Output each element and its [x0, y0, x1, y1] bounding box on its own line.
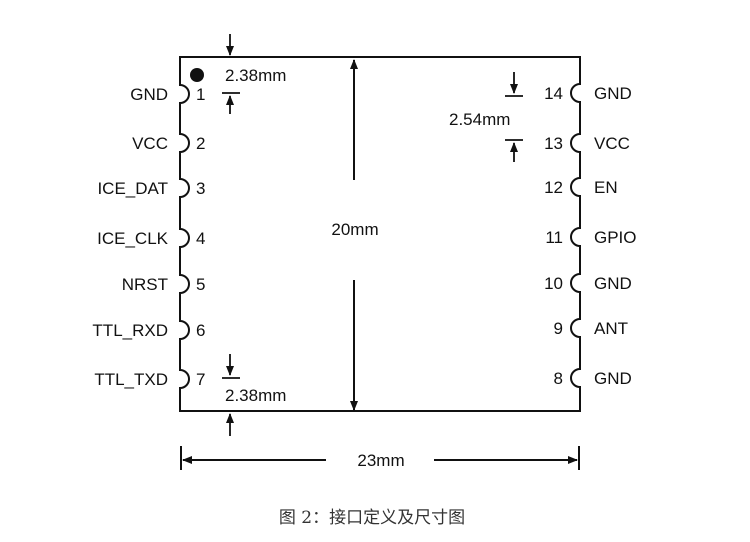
figure-caption: 图 2：接口定义及尺寸图 — [279, 508, 465, 528]
right-pin-name-14: GND — [594, 84, 632, 103]
width-label: 23mm — [357, 451, 404, 470]
left-pin-name-3: ICE_DAT — [97, 179, 168, 198]
left-pin-name-7: TTL_TXD — [94, 370, 168, 389]
left-pin-name-1: GND — [130, 85, 168, 104]
right-pin-name-10: GND — [594, 274, 632, 293]
top-margin-label: 2.38mm — [225, 66, 286, 85]
right-pin-name-8: GND — [594, 369, 632, 388]
width-dimension: 23mm — [180, 446, 580, 470]
top-margin-dimension: 2.38mm — [222, 34, 286, 114]
pin1-marker-dot — [190, 68, 204, 82]
left-pin-name-6: TTL_RXD — [92, 321, 168, 340]
left-pin-number-3: 3 — [196, 179, 205, 198]
module-outline — [179, 56, 581, 412]
left-pin-number-6: 6 — [196, 321, 205, 340]
right-pin-number-12: 12 — [544, 178, 563, 197]
pin-pitch-dimension: 2.54mm — [449, 72, 523, 162]
right-pin-name-11: GPIO — [594, 228, 637, 247]
left-pin-number-1: 1 — [196, 85, 205, 104]
left-pin-number-7: 7 — [196, 370, 205, 389]
height-dimension: 20mm — [331, 59, 379, 411]
bottom-margin-dimension: 2.38mm — [222, 354, 286, 436]
right-pin-number-8: 8 — [554, 369, 563, 388]
right-pin-number-13: 13 — [544, 134, 563, 153]
left-pin-number-4: 4 — [196, 229, 205, 248]
right-pin-number-10: 10 — [544, 274, 563, 293]
left-pin-number-2: 2 — [196, 134, 205, 153]
pitch-label: 2.54mm — [449, 110, 510, 129]
left-pin-name-4: ICE_CLK — [97, 229, 169, 248]
height-label: 20mm — [331, 220, 378, 239]
right-pin-number-9: 9 — [554, 319, 563, 338]
right-pin-name-12: EN — [594, 178, 618, 197]
right-pin-number-14: 14 — [544, 84, 563, 103]
left-pin-name-2: VCC — [132, 134, 168, 153]
right-pin-number-11: 11 — [545, 228, 563, 247]
bottom-margin-label: 2.38mm — [225, 386, 286, 405]
right-pin-name-9: ANT — [594, 319, 628, 338]
left-pin-number-5: 5 — [196, 275, 205, 294]
right-pin-name-13: VCC — [594, 134, 630, 153]
left-pin-name-5: NRST — [122, 275, 168, 294]
